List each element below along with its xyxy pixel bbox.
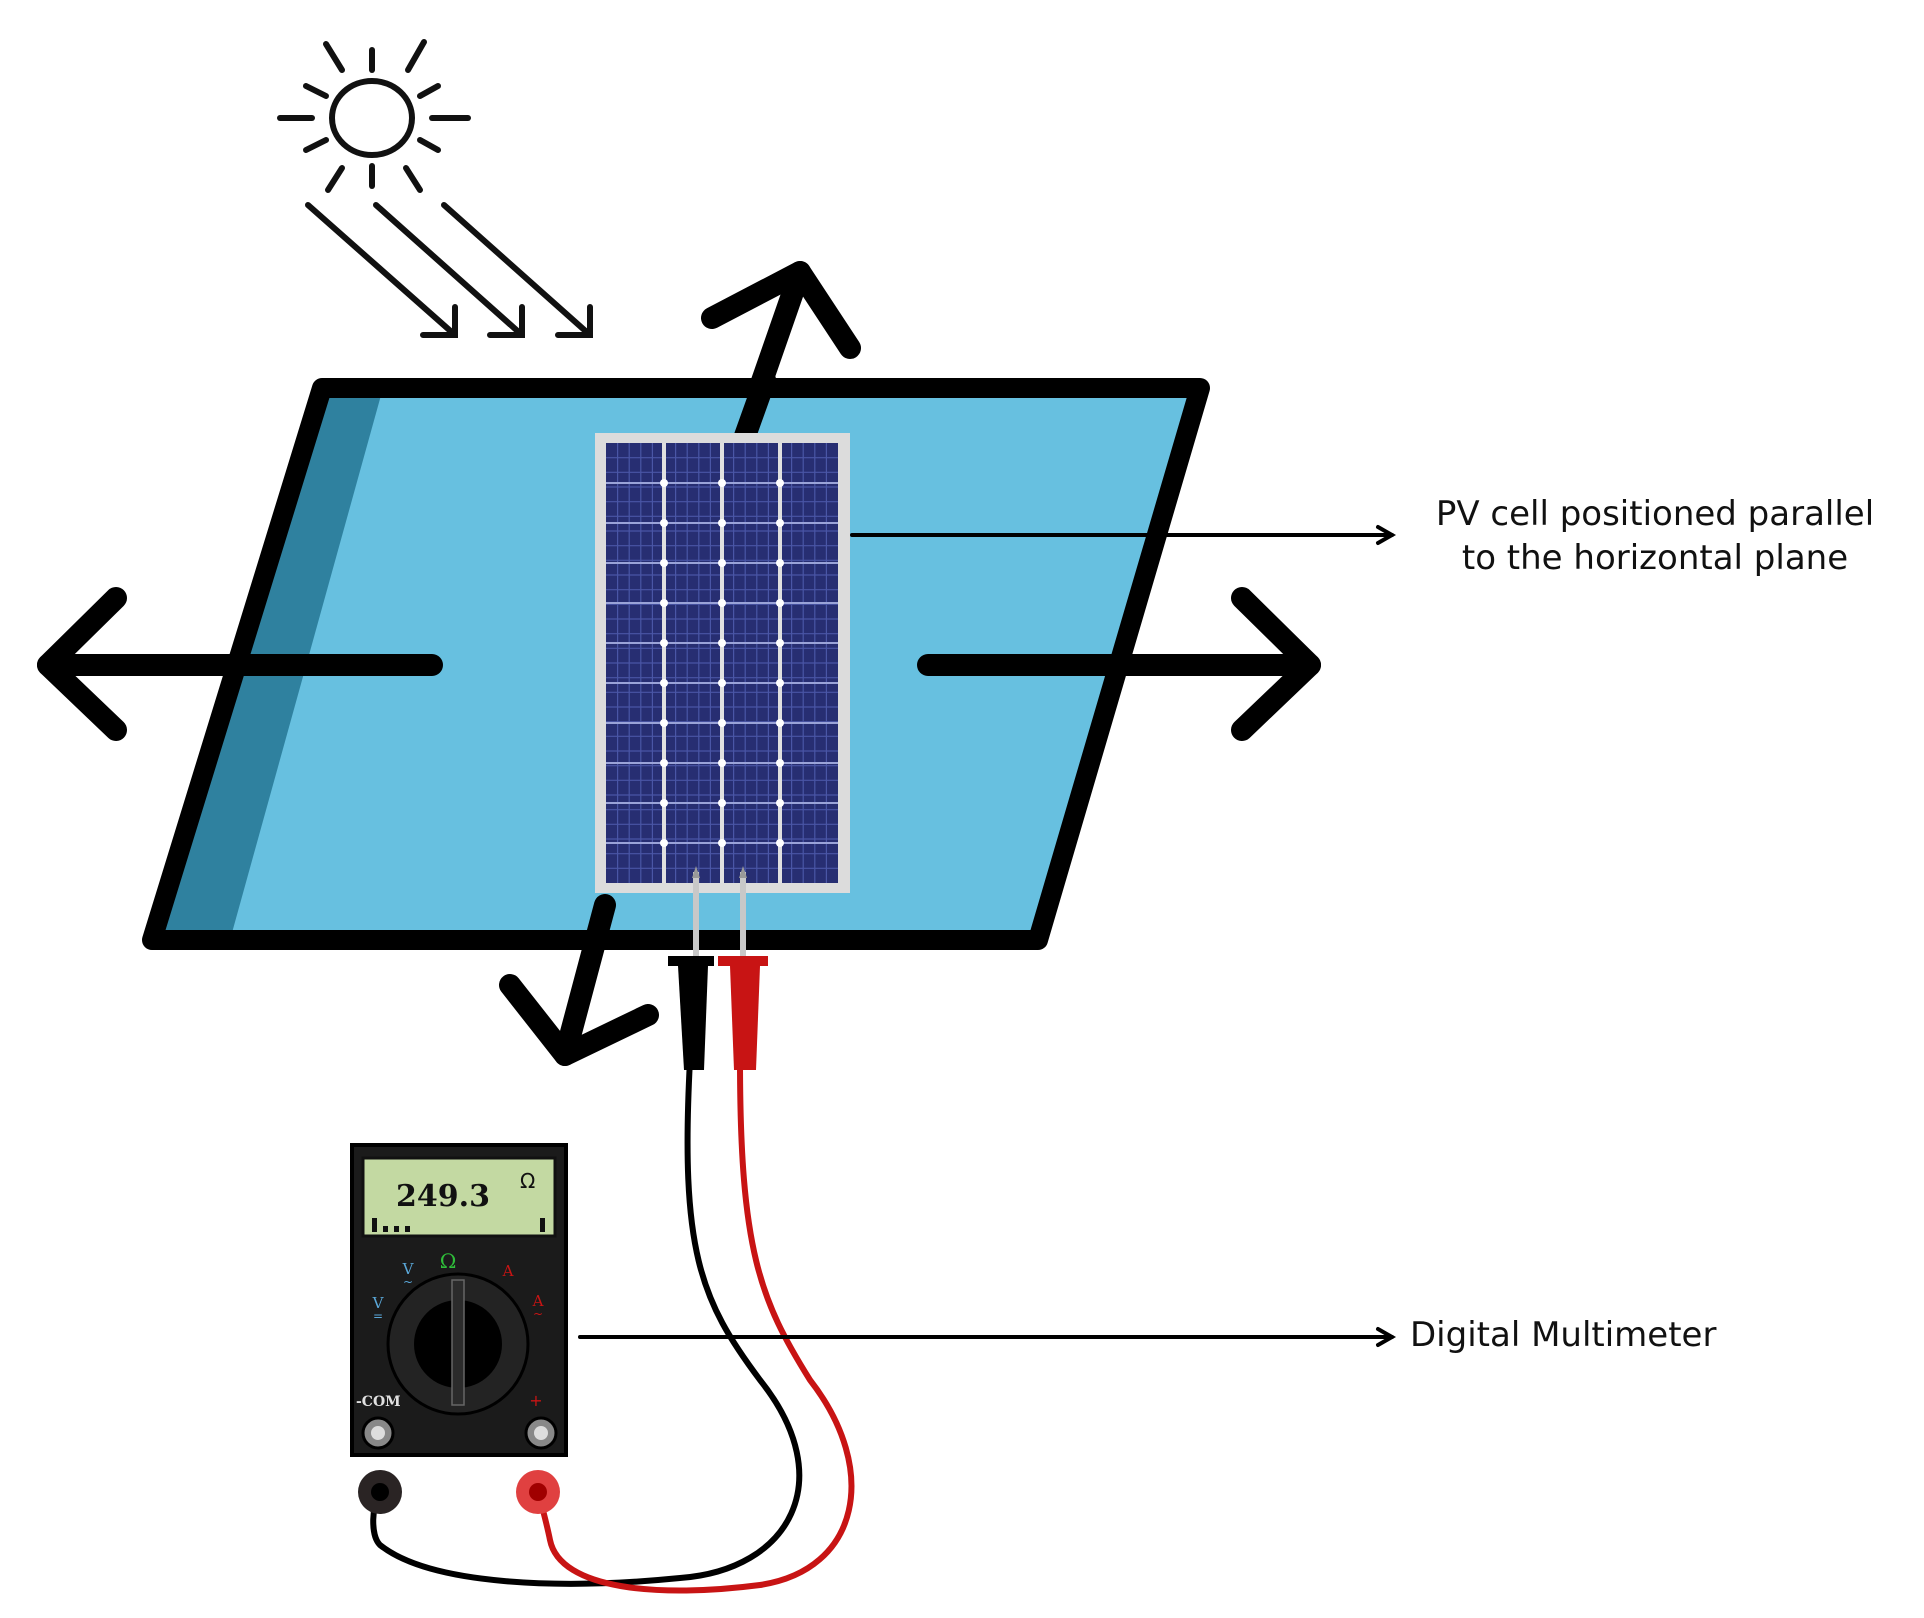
- sun-icon: [277, 39, 471, 193]
- multimeter-reading: 249.3: [396, 1179, 490, 1214]
- multimeter-callout-arrow: [578, 1327, 1397, 1347]
- axis-arrow-up-front: [734, 369, 776, 447]
- dial-a-dc-label: A: [502, 1262, 514, 1280]
- svg-text:~: ~: [403, 1275, 413, 1289]
- plug-red-icon: [516, 1470, 560, 1514]
- multimeter-icon: 249.3 Ω Ω V ~ V = A A ~ -COM +: [350, 1143, 568, 1457]
- axis-arrow-down-icon: [499, 894, 659, 1066]
- pv-cell-label-line1: PV cell positioned parallel: [1435, 494, 1875, 534]
- svg-text:=: =: [373, 1309, 383, 1323]
- multimeter-label: Digital Multimeter: [1410, 1315, 1717, 1355]
- probe-red-icon: [718, 866, 768, 1070]
- multimeter-unit: Ω: [520, 1169, 535, 1193]
- port-com-label: -COM: [356, 1394, 401, 1410]
- pv-cell-label-line2: to the horizontal plane: [1461, 538, 1849, 578]
- sunlight-rays-icon: [305, 202, 593, 338]
- multimeter-display: [361, 1156, 557, 1238]
- axis-arrow-right-icon: [917, 587, 1321, 741]
- dial-v-dc-label: V: [372, 1294, 385, 1312]
- dial-omega-label: Ω: [440, 1249, 457, 1273]
- plug-black-icon: [358, 1470, 402, 1514]
- port-plus-label: +: [529, 1391, 542, 1410]
- pv-cell-label: PV cell positioned parallel to the horiz…: [1395, 492, 1915, 580]
- dial-v-ac-label: V: [402, 1260, 415, 1278]
- probe-black-icon: [668, 866, 714, 1070]
- solar-panel-icon: [595, 433, 850, 893]
- pv-callout-arrow: [850, 525, 1397, 545]
- axis-arrow-left-icon: [37, 587, 443, 741]
- probe-leads: [370, 1059, 855, 1594]
- svg-text:~: ~: [533, 1307, 543, 1321]
- dial-a-ac-label: A: [532, 1292, 544, 1310]
